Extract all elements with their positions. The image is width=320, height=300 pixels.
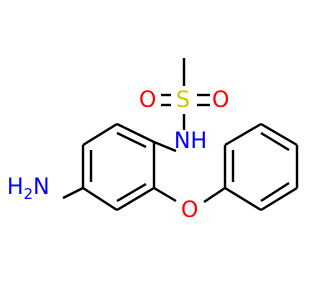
sulfur-label: S bbox=[176, 88, 190, 113]
amine-n: N bbox=[33, 175, 49, 200]
bond-ether-phenyl bbox=[203, 187, 226, 203]
amine-h: H bbox=[7, 175, 24, 200]
bond-ring-amine bbox=[62, 186, 84, 200]
phenyl-ring bbox=[223, 122, 299, 212]
ether-oxygen-label: O bbox=[181, 198, 198, 223]
bond-nitrogen-ring bbox=[153, 140, 177, 153]
amine-subscript: 2 bbox=[24, 185, 34, 203]
molecule-structure: S O O NH O H2N bbox=[7, 58, 299, 223]
aniline-ring bbox=[81, 122, 156, 212]
bond-ring-ether bbox=[153, 186, 177, 203]
bond-sulfur-oxygen-left bbox=[161, 93, 171, 107]
amine-label: H2N bbox=[7, 175, 50, 203]
bond-sulfur-oxygen-right bbox=[197, 93, 210, 107]
oxygen-left-label: O bbox=[139, 88, 156, 113]
nitrogen-label: NH bbox=[174, 129, 207, 154]
oxygen-right-label: O bbox=[212, 88, 229, 113]
